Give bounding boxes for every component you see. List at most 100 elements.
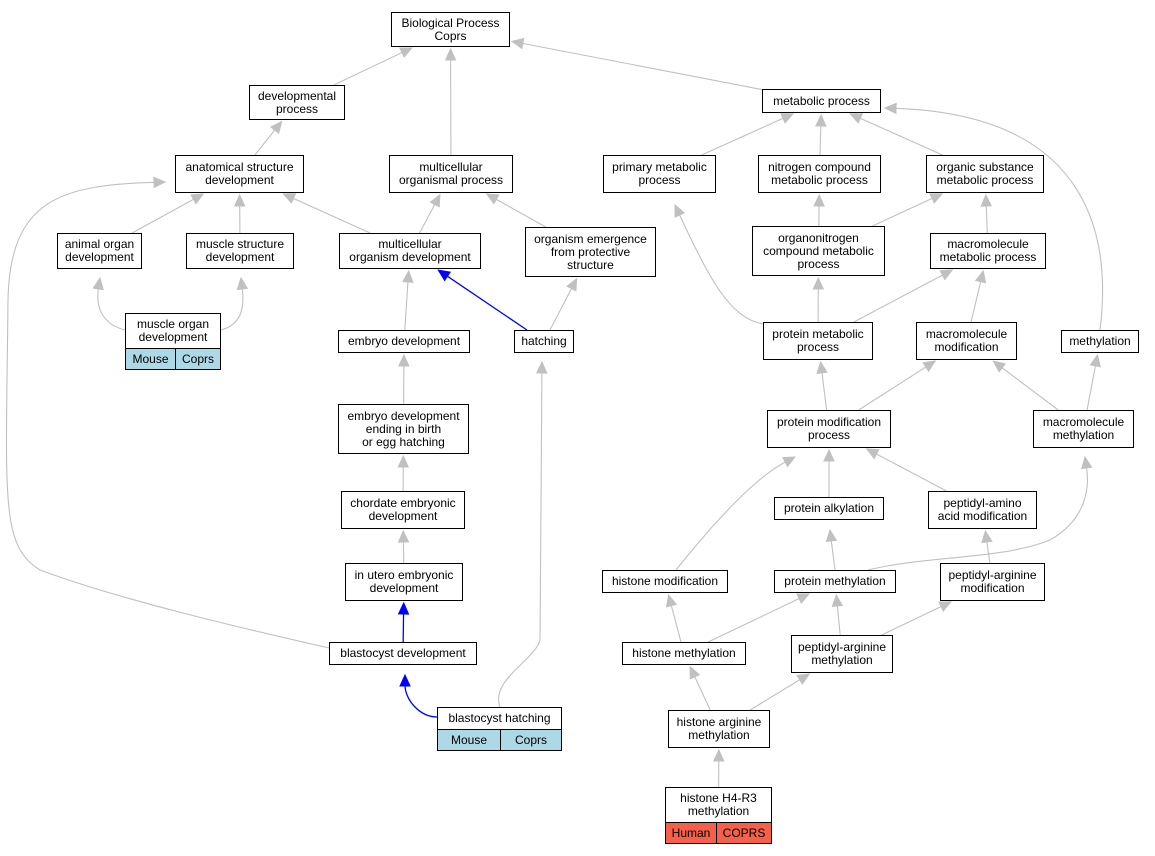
edge-dev-to-bp: [333, 51, 404, 86]
edge-bh-to-bd-arrowhead: [399, 673, 411, 687]
term-node-hatch[interactable]: hatching: [514, 330, 574, 353]
edge-osmp-to-met-arrowhead: [849, 113, 864, 124]
edge-hmeth-to-pmeth-arrowhead: [796, 593, 811, 605]
term-node-prmp[interactable]: protein metabolic process: [763, 322, 873, 360]
term-node-msd[interactable]: muscle structure development: [186, 233, 294, 269]
term-node-hmod[interactable]: histone modification: [602, 570, 728, 593]
edge-mmeth-to-mmod: [1001, 366, 1059, 411]
edge-bh-to-bd: [404, 684, 438, 718]
edge-pargm-to-paam: [986, 540, 991, 564]
edge-pargmeth-to-pmeth-arrowhead: [831, 593, 844, 607]
edge-pargmeth-to-pmeth: [836, 604, 841, 636]
edge-oncmp-to-osmp: [872, 197, 934, 227]
edge-hatch-to-mcod-arrowhead: [437, 269, 452, 282]
edge-bd-to-asd-arrowhead: [153, 176, 167, 189]
edge-mmeth-to-meth: [1086, 364, 1097, 411]
edge-bh-to-hatch-arrowhead: [536, 360, 548, 374]
edge-paam-to-pmodp-arrowhead: [865, 448, 880, 460]
term-node-pmeth[interactable]: protein methylation: [774, 570, 896, 593]
term-node-palk[interactable]: protein alkylation: [774, 497, 884, 520]
term-node-mcop[interactable]: multicellular organismal process: [389, 155, 513, 193]
edge-pargmeth-to-pargm: [881, 605, 943, 636]
edge-oem-to-mcop: [495, 198, 547, 228]
term-node-met[interactable]: metabolic process: [762, 89, 881, 113]
edge-asd-to-dev-arrowhead: [269, 120, 283, 135]
term-node-paam[interactable]: peptidyl-amino acid modification: [928, 491, 1037, 529]
species-tag-mod-coprs: Coprs: [175, 348, 221, 370]
term-node-iued[interactable]: in utero embryonic development: [345, 563, 463, 601]
edge-hameth-to-hmeth-arrowhead: [689, 665, 701, 680]
edge-mcod-to-asd-arrowhead: [282, 193, 297, 204]
edge-hmeth-to-hmod-arrowhead: [665, 593, 678, 608]
edge-meth-to-met-arrowhead: [883, 102, 897, 115]
term-node-bp[interactable]: Biological Process Coprs: [391, 12, 510, 47]
edge-hameth-to-pargmeth: [749, 678, 801, 711]
edge-ed-to-mcod: [404, 280, 409, 331]
edge-aod-to-asd: [131, 198, 195, 234]
term-node-ed[interactable]: embryo development: [338, 330, 470, 353]
edge-mmeth-to-mmod-arrowhead: [992, 360, 1007, 373]
term-node-edeb[interactable]: embryo development ending in birth or eg…: [338, 404, 469, 454]
species-tag-h4r3-human: Human: [665, 822, 717, 844]
term-node-oem[interactable]: organism emergence from protective struc…: [525, 227, 656, 277]
edge-edeb-to-ed-arrowhead: [398, 353, 410, 367]
term-node-mmeth[interactable]: macromolecule methylation: [1033, 410, 1134, 448]
term-node-osmp[interactable]: organic substance metabolic process: [926, 155, 1044, 193]
edge-mod-to-aod-arrowhead: [92, 276, 104, 291]
edge-ncmp-to-met: [819, 124, 822, 156]
term-node-oncmp[interactable]: organonitrogen compound metabolic proces…: [752, 226, 885, 276]
edge-bh-to-hatch: [498, 371, 543, 708]
edge-hmod-to-pmodp: [675, 461, 787, 571]
edge-ncmp-to-met-arrowhead: [815, 113, 827, 127]
edge-paam-to-pmodp: [875, 453, 947, 492]
edge-pmeth-to-palk: [830, 539, 836, 571]
edge-msd-to-asd-arrowhead: [233, 193, 246, 207]
edge-bd-to-asd: [5, 181, 330, 649]
term-node-hameth[interactable]: histone arginine methylation: [668, 710, 770, 748]
edge-mod-to-aod: [97, 287, 126, 331]
term-node-pargmeth[interactable]: peptidyl-arginine methylation: [791, 635, 893, 673]
term-node-pmp[interactable]: primary metabolic process: [603, 155, 716, 193]
edge-oem-to-mcop-arrowhead: [485, 193, 500, 205]
edge-prmp-to-mmp: [853, 274, 944, 323]
edge-prmp-to-mmp-arrowhead: [939, 269, 954, 281]
term-node-ncmp[interactable]: nitrogen compound metabolic process: [758, 155, 881, 193]
term-node-ced[interactable]: chordate embryonic development: [341, 491, 465, 529]
term-node-meth[interactable]: methylation: [1061, 330, 1139, 353]
term-node-bh[interactable]: blastocyst hatching: [437, 707, 562, 730]
term-node-mod[interactable]: muscle organ development: [125, 313, 221, 349]
edge-hatch-to-mcod: [446, 275, 528, 331]
edge-met-to-bp: [521, 42, 763, 91]
edge-mmp-to-osmp: [985, 204, 988, 234]
edge-pmp-to-met-arrowhead: [780, 113, 795, 124]
term-node-hmeth[interactable]: histone methylation: [622, 642, 746, 665]
term-node-mcod[interactable]: multicellular organism development: [339, 233, 481, 269]
term-node-bd[interactable]: blastocyst development: [329, 642, 477, 665]
edge-pmeth-to-mmeth-arrowhead: [1081, 455, 1093, 470]
term-node-asd[interactable]: anatomical structure development: [175, 155, 304, 193]
edge-met-to-bp-arrowhead: [510, 37, 525, 50]
edge-pmodp-to-mmod-arrowhead: [922, 360, 937, 373]
edge-pmp-to-met: [701, 117, 785, 156]
edge-mmp-to-osmp-arrowhead: [980, 193, 993, 207]
term-node-mmod[interactable]: macromolecule modification: [916, 322, 1017, 360]
edge-pmeth-to-palk-arrowhead: [825, 528, 838, 543]
edge-hatch-to-oem-arrowhead: [566, 277, 578, 292]
species-tag-bh-mouse: Mouse: [437, 729, 501, 751]
edge-osmp-to-met: [859, 117, 943, 156]
term-node-aod[interactable]: animal organ development: [57, 233, 142, 269]
edge-oncmp-to-osmp-arrowhead: [929, 193, 944, 204]
edge-ced-to-edeb-arrowhead: [397, 454, 410, 468]
edge-dev-to-bp-arrowhead: [399, 47, 413, 59]
term-node-mmp[interactable]: macromolecule metabolic process: [930, 233, 1046, 269]
term-node-pargm[interactable]: peptidyl-arginine modification: [940, 563, 1045, 601]
edge-mcod-to-mcop: [419, 203, 436, 234]
edge-hameth-to-hmeth: [693, 675, 711, 711]
edge-prmp-to-pmp: [678, 213, 764, 325]
edge-meth-to-met: [894, 107, 1104, 331]
species-tag-mod-mouse: Mouse: [125, 348, 176, 370]
term-node-h4r3[interactable]: histone H4-R3 methylation: [665, 787, 772, 823]
edge-ed-to-mcod-arrowhead: [402, 269, 414, 283]
term-node-dev[interactable]: developmental process: [249, 85, 345, 120]
term-node-pmodp[interactable]: protein modification process: [767, 410, 891, 448]
